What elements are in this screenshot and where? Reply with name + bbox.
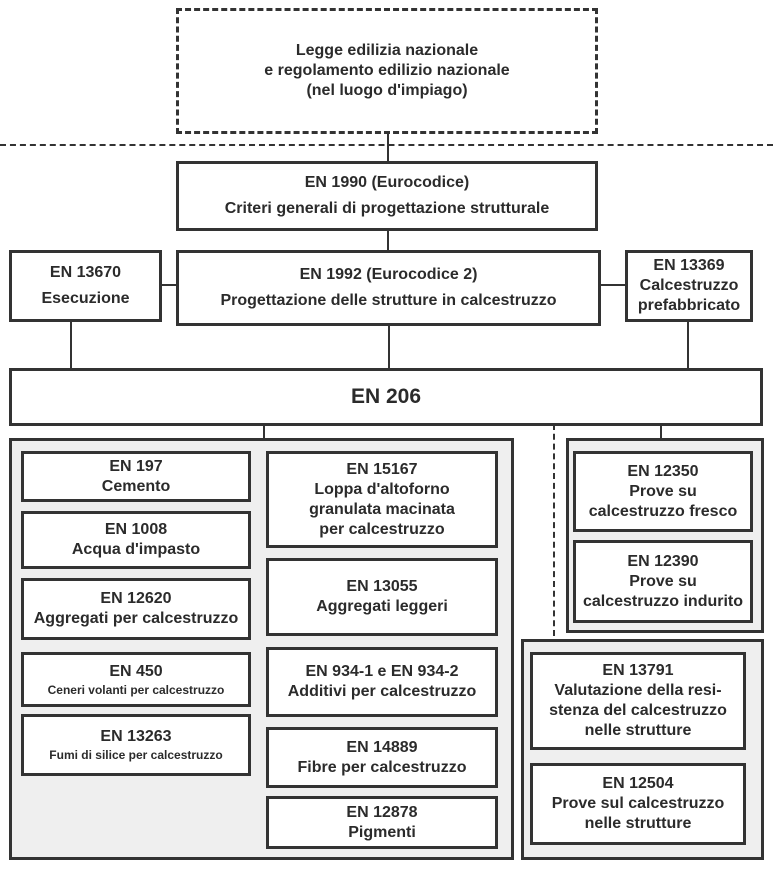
en1008-code: EN 1008 [104, 521, 168, 538]
en450-code: EN 450 [109, 662, 163, 680]
national-law-box: Legge edilizia nazionale e regolamento e… [176, 8, 598, 134]
en13369-line3: prefabbricato [637, 297, 741, 314]
en197-code: EN 197 [109, 457, 163, 475]
en13791-desc3: nelle strutture [584, 722, 692, 739]
divider-dashed-vertical [553, 424, 555, 636]
en934-box: EN 934-1 e EN 934-2 Additivi per calcest… [266, 647, 498, 717]
en12390-code: EN 12390 [627, 552, 699, 570]
connector-top-to-en1990 [387, 133, 389, 161]
en13791-box: EN 13791 Valutazione della resi- stenza … [530, 652, 746, 750]
en934-desc: Additivi per calcestruzzo [287, 683, 477, 700]
en12350-box: EN 12350 Prove su calcestruzzo fresco [573, 451, 753, 532]
en12350-code: EN 12350 [627, 462, 699, 480]
en14889-desc: Fibre per calcestruzzo [297, 758, 467, 776]
en1990-box: EN 1990 (Eurocodice) Criteri generali di… [176, 161, 598, 231]
en450-desc: Ceneri volanti per calcestruzzo [47, 682, 225, 697]
jurisdiction-separator-line [0, 144, 773, 146]
en12390-desc1: Prove su [629, 572, 697, 590]
en14889-code: EN 14889 [346, 738, 418, 756]
en1992-box: EN 1992 (Eurocodice 2) Progettazione del… [176, 250, 601, 326]
connector-en13670-to-en1992 [161, 284, 177, 286]
en13263-code: EN 13263 [100, 728, 172, 745]
en12390-desc2: calcestruzzo indurito [582, 592, 744, 610]
en206-box: EN 206 [9, 368, 763, 426]
connector-en206-to-materials [263, 424, 265, 440]
en12620-box: EN 12620 Aggregati per calcestruzzo [21, 578, 251, 640]
en15167-desc1: Loppa d'altoforno [314, 480, 450, 498]
en12504-box: EN 12504 Prove sul calcestruzzo nelle st… [530, 763, 746, 845]
en12620-desc: Aggregati per calcestruzzo [33, 610, 239, 627]
en13670-box: EN 13670 Esecuzione [9, 250, 162, 322]
connector-en1990-to-en1992 [387, 229, 389, 251]
en1992-title: EN 1992 (Eurocodice 2) [299, 266, 478, 283]
en12390-box: EN 12390 Prove su calcestruzzo indurito [573, 540, 753, 623]
en15167-box: EN 15167 Loppa d'altoforno granulata mac… [266, 451, 498, 548]
en1008-desc: Acqua d'impasto [71, 541, 201, 558]
en1992-desc: Progettazione delle strutture in calcest… [220, 292, 557, 309]
en13055-code: EN 13055 [346, 578, 418, 595]
en12504-code: EN 12504 [602, 775, 674, 792]
en13263-box: EN 13263 Fumi di silice per calcestruzzo [21, 714, 251, 776]
en12878-code: EN 12878 [346, 803, 418, 821]
connector-en206-to-tests [660, 424, 662, 440]
en934-code: EN 934-1 e EN 934-2 [305, 663, 459, 680]
en1990-title: EN 1990 (Eurocodice) [304, 174, 470, 191]
en13791-desc2: stenza del calcestruzzo [549, 702, 727, 719]
en13055-box: EN 13055 Aggregati leggeri [266, 558, 498, 636]
en1990-desc: Criteri generali di progettazione strutt… [224, 200, 550, 217]
en13263-desc: Fumi di silice per calcestruzzo [49, 748, 223, 762]
en197-desc: Cemento [101, 477, 171, 495]
connector-en13369-to-en206 [687, 320, 689, 369]
en206-label: EN 206 [350, 385, 422, 408]
en450-box: EN 450 Ceneri volanti per calcestruzzo [21, 652, 251, 707]
en15167-desc2: granulata macinata [309, 500, 455, 518]
en15167-desc3: per calcestruzzo [319, 520, 445, 538]
en13369-title: EN 13369 [653, 257, 725, 274]
en14889-box: EN 14889 Fibre per calcestruzzo [266, 727, 498, 788]
en13369-box: EN 13369 Calcestruzzo prefabbricato [625, 250, 753, 322]
en12878-desc: Pigmenti [348, 823, 416, 841]
connector-en1992-to-en206 [388, 324, 390, 369]
en1008-box: EN 1008 Acqua d'impasto [21, 511, 251, 569]
en13055-desc: Aggregati leggeri [316, 598, 448, 615]
en13369-line2: Calcestruzzo [639, 277, 739, 294]
en13791-desc1: Valutazione della resi- [554, 682, 722, 699]
en12350-desc2: calcestruzzo fresco [588, 502, 738, 520]
en15167-code: EN 15167 [346, 460, 418, 478]
en13670-desc: Esecuzione [41, 290, 130, 307]
connector-en13670-to-en206 [70, 320, 72, 369]
en13670-title: EN 13670 [49, 264, 122, 281]
en12504-desc2: nelle strutture [584, 815, 692, 832]
en12504-desc1: Prove sul calcestruzzo [551, 795, 725, 812]
en197-box: EN 197 Cemento [21, 451, 251, 502]
connector-en1992-to-en13369 [600, 284, 626, 286]
en12350-desc1: Prove su [629, 482, 697, 500]
national-law-line3: (nel luogo d'impiago) [306, 82, 468, 99]
national-law-line2: e regolamento edilizio nazionale [264, 62, 510, 79]
national-law-line1: Legge edilizia nazionale [295, 42, 479, 59]
en13791-code: EN 13791 [602, 662, 674, 679]
en12878-box: EN 12878 Pigmenti [266, 796, 498, 849]
en12620-code: EN 12620 [100, 590, 172, 607]
